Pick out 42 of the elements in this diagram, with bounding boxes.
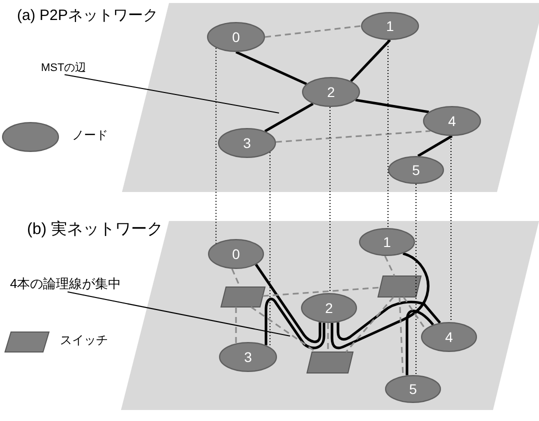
node-ellipse: 3 [218,128,276,158]
connector-line [350,39,391,82]
dashed-line [235,307,237,344]
section-heading: (b) 実ネットワーク [27,221,163,240]
dashed-line [250,306,316,353]
dashed-line [402,296,426,330]
node-ellipse: 5 [388,156,444,184]
legend-label: ノード [72,129,108,143]
connector-line [330,252,430,350]
node-ellipse: 2 [302,77,360,107]
dashed-line [384,256,396,276]
connector-line [417,134,453,158]
dashed-line [276,130,430,143]
node-ellipse: 4 [423,106,481,136]
node-ellipse: 1 [361,12,419,40]
dashed-line [327,323,329,352]
dashed-line [345,296,394,353]
node-ellipse: 0 [207,22,265,52]
node-ellipse: 0 [208,239,264,269]
connector-line [264,102,314,132]
switch-symbol [307,352,353,373]
callout-text: MSTの辺 [41,62,86,75]
connector-line [406,310,434,376]
connector-line [235,50,308,86]
node-ellipse: 3 [219,342,277,372]
node-ellipse: 4 [421,322,477,352]
leader-line [64,74,280,114]
connector-line [355,98,430,114]
legend-label: スイッチ [60,334,108,348]
callout-text: 4本の論理線が集中 [10,277,122,292]
node-ellipse: 5 [385,375,441,403]
dashed-line [262,286,380,297]
connector-line [254,264,322,344]
switch-symbol [221,287,265,307]
section-heading: (a) P2Pネットワーク [17,7,158,24]
dashed-line [398,296,404,376]
leader-line [67,291,290,336]
node-ellipse: 1 [359,228,415,256]
node-ellipse: 2 [301,293,357,323]
dashed-line [264,25,362,38]
connector-line [264,298,326,350]
connector-line [336,300,441,341]
